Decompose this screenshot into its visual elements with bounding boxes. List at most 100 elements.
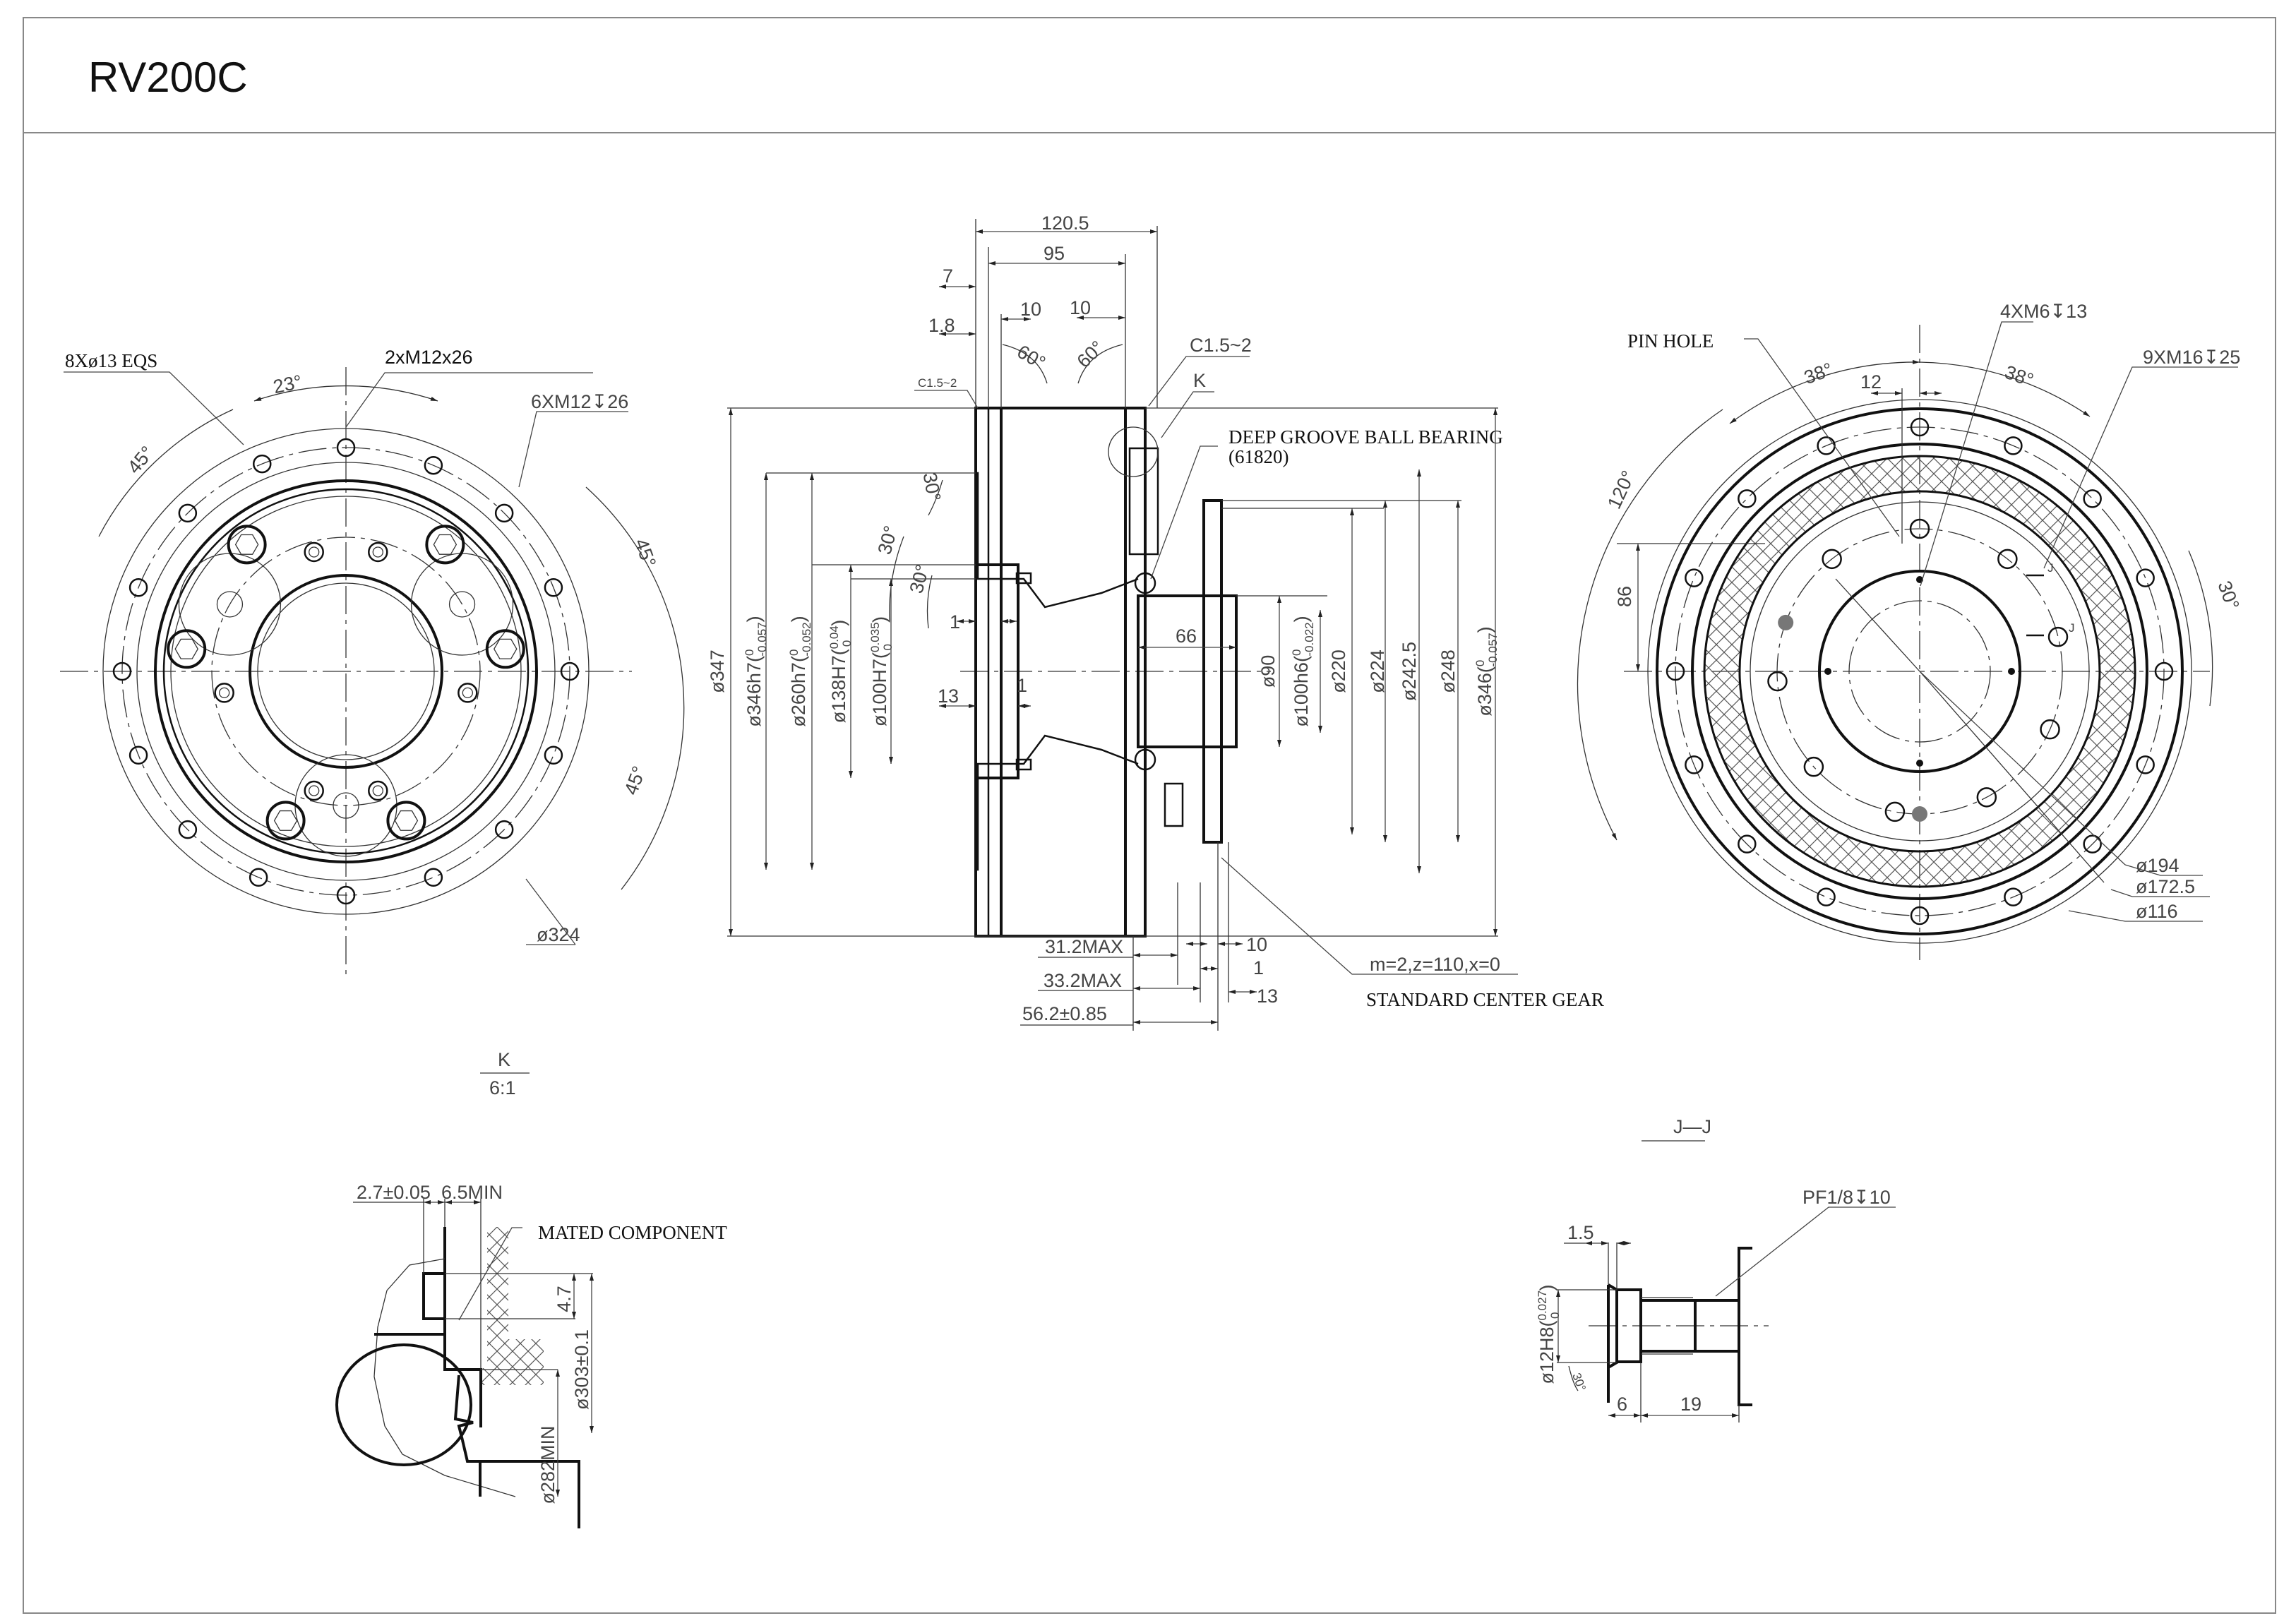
mounting-hole — [1910, 417, 1930, 437]
dia-282-min: ø282MIN — [537, 1425, 558, 1504]
dia-346h7: ø346h7(0-0.057) — [743, 616, 769, 726]
mounting-hole — [560, 661, 580, 681]
tapped-hole — [458, 683, 478, 703]
dim-6: 6 — [1617, 1394, 1627, 1415]
angle-60-right: 60° — [1072, 337, 1108, 372]
angle-38-left: 38° — [1801, 359, 1836, 388]
detail-k-scale: 6:1 — [489, 1077, 516, 1098]
dia-220: ø220 — [1328, 649, 1349, 693]
dim-7: 7 — [943, 265, 953, 287]
section-mark-j-bottom: J — [2069, 621, 2075, 635]
thread-note: PF1/8↧10 — [1802, 1187, 1891, 1208]
hex-socket-bolt — [265, 801, 306, 841]
dia-224: ø224 — [1367, 649, 1388, 693]
hex-socket-bolt — [425, 525, 465, 565]
dim-66: 66 — [1176, 625, 1197, 647]
mounting-hole — [1738, 489, 1757, 508]
mounting-hole — [2004, 887, 2023, 906]
dim-31-2-max: 31.2MAX — [1045, 936, 1123, 957]
mounting-hole — [178, 820, 198, 839]
mounting-hole — [2154, 661, 2174, 681]
mounting-hole — [2004, 436, 2023, 455]
tapped-hole — [304, 780, 324, 801]
chamfer-right: C1.5~2 — [1190, 335, 1252, 356]
mounting-hole — [128, 745, 148, 765]
dim-1-upper: 1 — [950, 611, 960, 633]
dia-242-5: ø242.5 — [1399, 642, 1420, 701]
m6-tapped-hole — [1916, 760, 1923, 767]
dia-194: ø194 — [2136, 855, 2180, 876]
dim-13-middle: 13 — [938, 685, 959, 707]
tapped-hole — [214, 683, 234, 703]
dim-10-left: 10 — [1020, 299, 1041, 320]
hex-socket-bolt — [485, 629, 525, 669]
crank-shaft-center — [216, 591, 244, 618]
front-view: 8Xø13 EQS 2xM12x26 6XM12↧26 23° 45° 45° … — [60, 347, 685, 974]
hex-socket-icon — [433, 534, 458, 555]
angle-30-a: 30° — [919, 471, 945, 503]
dim-1-middle: 1 — [1017, 675, 1027, 696]
mounting-hole — [128, 577, 148, 597]
gear-spec: m=2,z=110,x=0 — [1370, 954, 1500, 975]
dim-1-8: 1.8 — [928, 315, 955, 336]
dim-120-5: 120.5 — [1041, 212, 1089, 234]
mounting-hole — [424, 868, 443, 887]
mounting-hole — [1685, 755, 1704, 774]
angle-30-b: 30° — [874, 523, 902, 556]
hex-socket-icon — [234, 534, 259, 555]
pin-hole-label: PIN HOLE — [1627, 330, 1714, 352]
hex-socket-icon — [273, 810, 298, 831]
tap-note: 6XM12↧26 — [531, 391, 628, 412]
bolt-hole-note: 8Xø13 EQS — [65, 350, 157, 371]
dim-1-5: 1.5 — [1567, 1222, 1594, 1243]
dia-260h7: ø260h7(0-0.052) — [787, 616, 813, 726]
chamfer-left: C1.5~2 — [918, 376, 957, 390]
dim-2-7: 2.7±0.05 — [357, 1182, 431, 1203]
dia-116: ø116 — [2136, 901, 2178, 922]
angle-120: 120° — [1603, 467, 1639, 512]
m16-tapped-hole — [1997, 549, 2018, 570]
dim-56-2: 56.2±0.85 — [1022, 1003, 1107, 1024]
m16-tapped-hole — [1822, 549, 1842, 570]
m6-tapped-hole — [2008, 668, 2015, 675]
dia-138H7: ø138H7(0.040) — [827, 620, 854, 724]
section-jj-label: J—J — [1673, 1116, 1711, 1137]
hex-socket-icon — [174, 638, 198, 659]
mounting-hole — [252, 454, 272, 474]
dia-12-H8: ø12H8(0.0270) — [1536, 1284, 1562, 1384]
dim-95: 95 — [1044, 243, 1065, 264]
section-jj: J—J PF1/8↧10 1.5 ø12H8(0.0270) 30° 6 19 — [1536, 1116, 1896, 1423]
m6-tapped-hole — [1824, 668, 1831, 675]
m16-tapped-hole — [2047, 626, 2069, 647]
mounting-hole — [1666, 661, 1685, 681]
rear-view: PIN HOLE 4XM6↧13 9XM16↧25 38° 38° 12 120… — [1577, 301, 2243, 960]
m6-note: 4XM6↧13 — [2000, 301, 2087, 322]
mounting-hole — [249, 868, 268, 887]
tapped-hole-core — [309, 785, 320, 796]
crank-shaft-center — [333, 792, 359, 819]
mated-component-label: MATED COMPONENT — [538, 1222, 727, 1243]
m16-tapped-hole — [1767, 671, 1788, 692]
mounting-hole — [2136, 755, 2155, 774]
angle-45-right-bottom: 45° — [620, 763, 650, 798]
angle-23: 23° — [271, 371, 304, 397]
dia-248: ø248 — [1437, 649, 1459, 693]
dim-33-2-max: 33.2MAX — [1044, 970, 1122, 991]
drawing-title: RV200C — [88, 54, 248, 101]
m16-tapped-hole — [2040, 719, 2060, 740]
angle-60-left: 60° — [1014, 341, 1049, 373]
mounting-hole — [178, 503, 198, 523]
tapped-hole-core — [462, 687, 473, 699]
depth-icon: ↧ — [1853, 1187, 1870, 1208]
m16-tapped-hole — [1909, 518, 1930, 539]
angle-45-left: 45° — [124, 442, 158, 478]
dim-10-right: 10 — [1070, 297, 1091, 318]
dim-12: 12 — [1860, 371, 1882, 393]
hex-socket-icon — [394, 810, 419, 831]
dia-100H7: ø100H7(0.0350) — [868, 616, 895, 726]
dia-100h6: ø100h6(0-0.022) — [1290, 616, 1316, 726]
dia-324: ø324 — [537, 924, 580, 945]
m16-note: 9XM16↧25 — [2143, 347, 2240, 368]
dim-10-bottom: 10 — [1246, 934, 1267, 955]
tapped-hole-core — [372, 785, 383, 796]
